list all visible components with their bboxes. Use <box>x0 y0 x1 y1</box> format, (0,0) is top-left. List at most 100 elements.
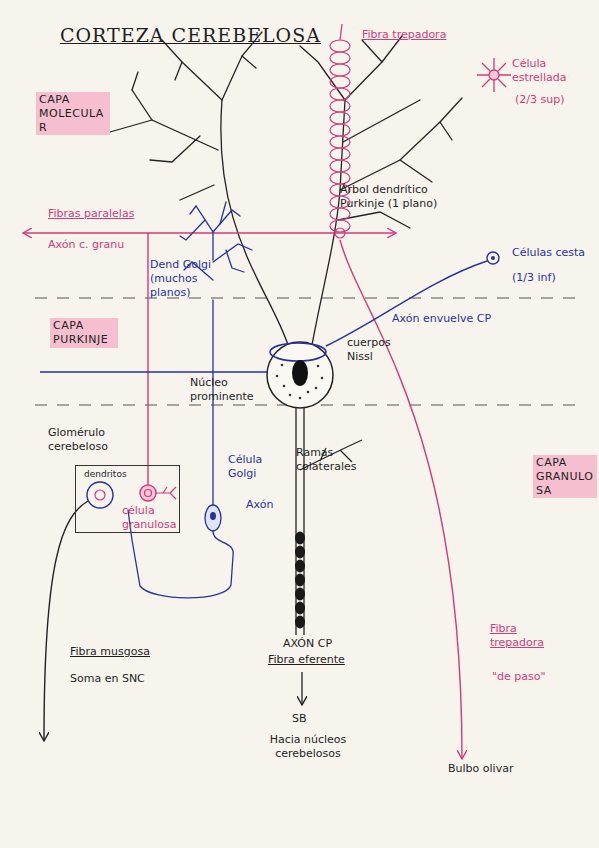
granule-axon <box>147 233 148 485</box>
dendrite-branch <box>345 36 402 100</box>
nissl-body <box>315 387 318 390</box>
nissl-bodies <box>276 364 324 400</box>
coil-loop <box>330 40 350 52</box>
dendrite-branch <box>362 40 382 62</box>
purkinje-nucleus <box>292 360 308 386</box>
basket-wrap <box>270 343 326 361</box>
annotation: Células cesta <box>512 246 594 260</box>
coil-loop <box>330 52 350 64</box>
annotation: Célula Golgi <box>228 453 278 481</box>
stellate-processes <box>477 58 511 92</box>
annotation: Fibra eferente <box>268 653 363 667</box>
annotation: "de paso" <box>492 670 562 684</box>
layer-name: CAPA MOLECULAR <box>36 92 110 135</box>
dendrite-branch <box>242 56 256 68</box>
dendrite-branch <box>175 62 182 80</box>
basket-nucleus <box>491 256 495 260</box>
annotation: Dend Golgi (muchos planos) <box>150 258 212 299</box>
annotation: Núcleo prominente <box>190 376 262 404</box>
golgi-dendrite-branch <box>180 220 205 240</box>
myelin-segment <box>295 532 305 545</box>
dendrite-branch <box>343 100 420 142</box>
myelin-segment <box>295 588 305 601</box>
coil-loop <box>330 124 350 136</box>
layer-name: CAPA GRANULOSA <box>533 455 597 498</box>
mossy-fiber <box>44 501 88 740</box>
annotation: Ramas colaterales <box>296 446 366 474</box>
dendrite-branch <box>110 120 152 132</box>
stellate-soma <box>489 70 499 80</box>
dendrite-branch <box>400 160 432 182</box>
annotation: Fibra musgosa <box>70 645 170 659</box>
purkinje-soma <box>267 342 333 408</box>
nissl-body <box>321 377 324 380</box>
dendrite-branch <box>338 212 410 228</box>
basket-axon <box>326 261 487 346</box>
coil-loop <box>330 88 350 100</box>
annotation: Axón envuelve CP <box>392 312 507 326</box>
golgi-dendrite-branch <box>213 244 252 262</box>
dendrite-branch <box>132 90 218 150</box>
dendrite-branch <box>440 122 452 140</box>
dendrite-branch <box>180 185 214 200</box>
nissl-body <box>317 365 320 368</box>
annotation: cuerpos Nissl <box>347 336 399 364</box>
coil-loop <box>330 220 350 232</box>
nissl-body <box>299 397 302 400</box>
dendrite-branch <box>132 72 138 90</box>
basket-axon <box>40 371 268 372</box>
annotation: Fibras paralelas <box>48 207 158 221</box>
nissl-body <box>307 391 310 394</box>
annotation: SB <box>292 712 322 726</box>
annotation: Hacia núcleos cerebelosos <box>266 733 350 761</box>
layer-divider <box>35 297 585 298</box>
annotation: AXÓN CP <box>283 637 353 651</box>
dendrite-trunk <box>312 100 345 345</box>
layer-name: CAPA PURKINJE <box>50 318 118 348</box>
coil-loop <box>330 112 350 124</box>
golgi-soma <box>205 505 221 531</box>
coil-loop <box>330 160 350 172</box>
stellate-cell <box>477 58 511 92</box>
myelin-segment <box>295 602 305 615</box>
granule-cell <box>140 485 156 501</box>
annotation: Fibra trepadora <box>362 28 472 42</box>
granule-dendrites <box>156 487 176 499</box>
annotation: Axón c. granu <box>48 238 138 252</box>
annotation: Árbol dendrítico Purkinje (1 plano) <box>340 183 455 211</box>
nissl-body <box>283 385 286 388</box>
annotation: Soma en SNC <box>70 672 170 686</box>
dendrite-branch <box>300 46 345 100</box>
coil-loop <box>330 64 350 76</box>
node-text: dendritos <box>84 469 134 480</box>
myelin-segment <box>295 616 305 629</box>
efferent-arrow <box>301 672 302 704</box>
annotation: Bulbo olivar <box>448 762 548 776</box>
myelin-sheath <box>295 532 305 629</box>
mossy-rosette <box>87 482 113 508</box>
annotation: (1/3 inf) <box>512 271 572 285</box>
coil-loop <box>330 76 350 88</box>
parallel-fiber <box>24 232 395 233</box>
climbing-fiber <box>340 24 342 40</box>
glomerulus-box: Glomérulo cerebelosodendritoscélula gran… <box>75 465 180 533</box>
coil-loop <box>330 208 350 220</box>
golgi-nucleus <box>210 512 216 520</box>
coil-loop <box>330 136 350 148</box>
annotation: Axón <box>246 498 286 512</box>
synapse <box>335 228 345 238</box>
node-text: célula granulosa <box>122 504 182 532</box>
nissl-body <box>281 364 284 367</box>
coil-loop <box>330 148 350 160</box>
nissl-body <box>289 394 292 397</box>
diagram-title: CORTEZA CEREBELOSA <box>60 24 321 46</box>
myelin-segment <box>295 546 305 559</box>
dendrite-branch <box>162 40 222 100</box>
golgi-dendrite-branch <box>226 250 244 272</box>
granule-dendrite-tip <box>95 490 105 500</box>
basket-cell <box>487 252 499 264</box>
nissl-body <box>276 375 279 378</box>
golgi-dendrite-branch <box>213 210 240 232</box>
dendrite-branch <box>150 136 200 162</box>
